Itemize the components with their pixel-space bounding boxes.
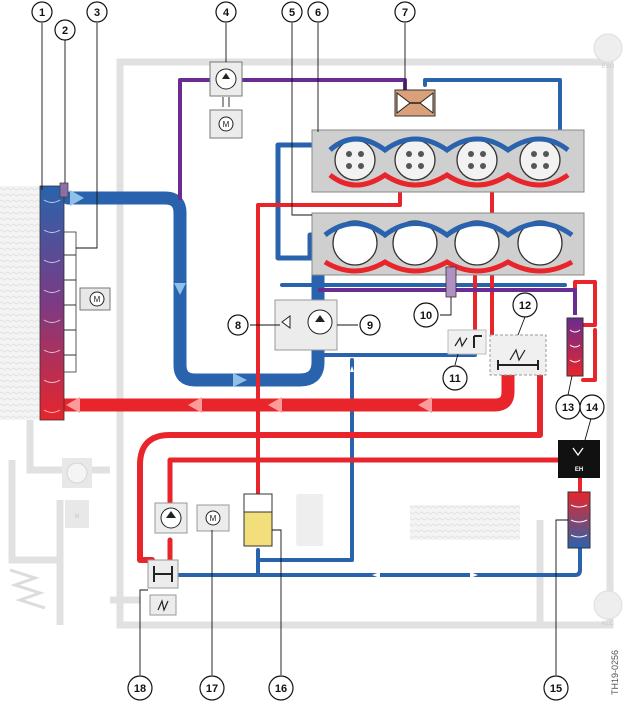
svg-text:KLC: KLC	[602, 621, 614, 627]
callout-5: 5	[281, 1, 303, 23]
electric-pump-17: M	[154, 502, 230, 534]
pump-17-motor-label: M	[210, 514, 217, 523]
inactive-reservoir	[297, 494, 323, 546]
callout-8: 8	[227, 314, 249, 336]
svg-text:12: 12	[519, 300, 531, 312]
heat-exchanger-13	[566, 317, 584, 377]
svg-text:16: 16	[275, 683, 287, 695]
svg-text:17: 17	[206, 683, 218, 695]
callout-6: 6	[307, 1, 329, 23]
svg-text:15: 15	[550, 683, 562, 695]
hot-coolant-lines	[55, 181, 597, 578]
valve-18	[147, 559, 179, 616]
svg-text:6: 6	[315, 7, 321, 19]
svg-text:7: 7	[402, 7, 408, 19]
svg-text:9: 9	[367, 320, 373, 332]
engine-block-lower	[311, 212, 585, 276]
pump-4-motor-label: M	[223, 120, 230, 129]
svg-text:1: 1	[39, 7, 45, 19]
cylinder-head-upper	[311, 129, 585, 193]
callout-13: 13	[555, 394, 581, 420]
svg-text:13: 13	[562, 402, 574, 414]
svg-text:2: 2	[62, 25, 68, 37]
callout-3: 3	[86, 1, 108, 23]
callout-12: 12	[512, 292, 538, 318]
check-valve-8	[281, 315, 291, 329]
callout-17: 17	[199, 675, 225, 701]
radiator-fins-background	[0, 186, 42, 420]
svg-text:4: 4	[223, 7, 230, 19]
coolant-sensor-10	[445, 266, 457, 298]
electric-heater-label: EH	[575, 467, 583, 473]
svg-text:10: 10	[420, 310, 432, 322]
callout-11: 11	[442, 365, 468, 391]
callout-14: 14	[579, 394, 605, 420]
svg-text:11: 11	[449, 373, 461, 385]
svg-text:5: 5	[289, 7, 295, 19]
heater-core-15	[567, 491, 591, 549]
auxiliary-coolant-pump: M	[209, 61, 243, 139]
expansion-tank-16	[243, 493, 273, 547]
callout-9: 9	[359, 314, 381, 336]
radiator-fan: M	[63, 231, 111, 373]
inactive-box	[410, 505, 520, 540]
callouts: 1 2 3 4 5 6 7 8 9 10 11 12 13 14 15 16 1…	[31, 1, 605, 701]
callout-18: 18	[127, 675, 153, 701]
svg-text:14: 14	[586, 402, 599, 414]
control-valve-11	[447, 329, 487, 355]
inactive-heater-coil	[9, 568, 46, 610]
callout-10: 10	[413, 302, 439, 328]
inactive-valve-bottom-right: KLC	[593, 590, 623, 627]
callout-2: 2	[54, 19, 76, 41]
callout-7: 7	[394, 1, 416, 23]
callout-1: 1	[31, 1, 53, 23]
reference-code: TH19-0256	[610, 650, 620, 695]
callout-15: 15	[543, 675, 569, 701]
svg-text:18: 18	[134, 683, 146, 695]
callout-16: 16	[268, 675, 294, 701]
callout-leaders	[41, 23, 593, 675]
switchover-valve-12	[489, 334, 547, 376]
fan-motor-label: M	[94, 295, 101, 304]
flow-arrows	[66, 190, 478, 578]
inactive-pump: M	[62, 458, 92, 528]
svg-text:8: 8	[235, 320, 241, 332]
cold-coolant-lines	[61, 78, 582, 577]
svg-text:3: 3	[94, 7, 100, 19]
main-coolant-pump	[274, 299, 338, 351]
exhaust-valve-7	[394, 89, 436, 117]
inactive-valve-top-right: EXO	[593, 33, 623, 70]
ghost-motor-label: M	[75, 514, 80, 520]
svg-text:EXO: EXO	[602, 64, 615, 70]
callout-4: 4	[215, 1, 237, 23]
radiator	[39, 182, 69, 421]
temperature-sensor	[59, 182, 69, 198]
electric-heater-14: EH	[558, 440, 600, 478]
